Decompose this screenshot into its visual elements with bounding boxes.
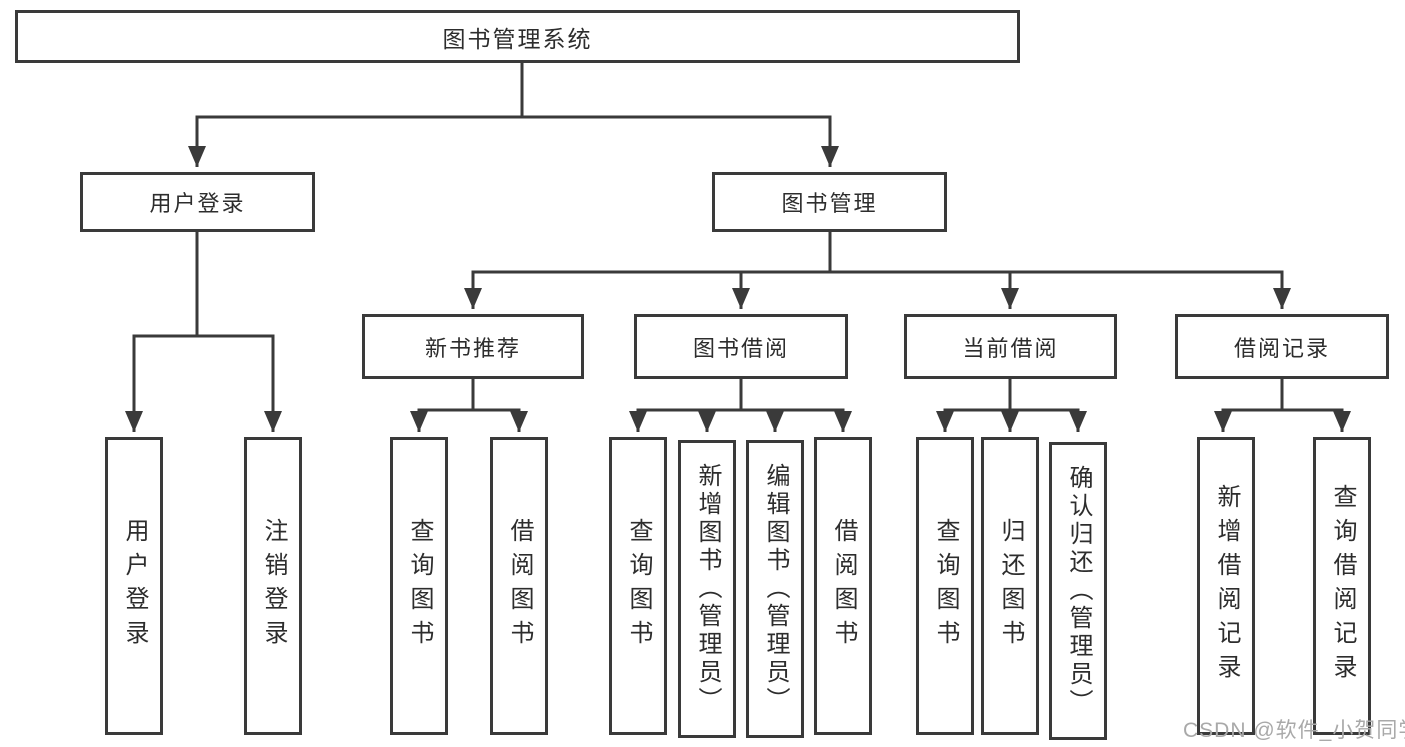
node-label: 编辑图书（管理员） xyxy=(762,463,789,715)
leaf-borrow-borrow-book: 借阅图书 xyxy=(814,437,872,735)
node-label: 新增借阅记录 xyxy=(1213,484,1240,688)
leaf-record-add-record: 新增借阅记录 xyxy=(1197,437,1255,735)
node-label: 注销登录 xyxy=(260,518,287,654)
node-new-book-recommend: 新书推荐 xyxy=(362,314,584,379)
node-book-borrow: 图书借阅 xyxy=(634,314,848,379)
node-current-borrow: 当前借阅 xyxy=(904,314,1117,379)
leaf-current-return-book: 归还图书 xyxy=(981,437,1039,735)
node-label: 查询图书 xyxy=(625,518,652,654)
node-label: 查询图书 xyxy=(932,518,959,654)
leaf-current-confirm-return: 确认归还（管理员） xyxy=(1049,442,1107,740)
node-borrow-record: 借阅记录 xyxy=(1175,314,1389,379)
leaf-recommend-borrow-book: 借阅图书 xyxy=(490,437,548,735)
node-root: 图书管理系统 xyxy=(15,10,1020,63)
node-user-login: 用户登录 xyxy=(80,172,315,232)
leaf-record-query-record: 查询借阅记录 xyxy=(1313,437,1371,735)
node-label: 图书管理 xyxy=(781,191,878,216)
node-label: 图书借阅 xyxy=(692,335,789,361)
leaf-current-query-book: 查询图书 xyxy=(916,437,974,735)
node-label: 新增图书（管理员） xyxy=(694,463,721,715)
node-label: 查询借阅记录 xyxy=(1329,484,1356,688)
node-label: 用户登录 xyxy=(121,518,148,654)
node-label: 查询图书 xyxy=(406,518,433,654)
node-label: 图书管理系统 xyxy=(442,25,593,52)
leaf-recommend-query-book: 查询图书 xyxy=(390,437,448,735)
leaf-user-login: 用户登录 xyxy=(105,437,163,735)
node-label: 借阅记录 xyxy=(1233,335,1330,361)
node-label: 归还图书 xyxy=(997,518,1024,654)
node-label: 借阅图书 xyxy=(506,518,533,654)
node-label: 当前借阅 xyxy=(962,335,1059,361)
node-label: 确认归还（管理员） xyxy=(1065,465,1092,717)
leaf-borrow-query-book: 查询图书 xyxy=(609,437,667,735)
node-book-management: 图书管理 xyxy=(712,172,947,232)
node-label: 新书推荐 xyxy=(424,335,521,361)
leaf-logout: 注销登录 xyxy=(244,437,302,735)
leaf-borrow-add-book: 新增图书（管理员） xyxy=(678,440,736,738)
leaf-borrow-edit-book: 编辑图书（管理员） xyxy=(746,440,804,738)
node-label: 借阅图书 xyxy=(830,518,857,654)
node-label: 用户登录 xyxy=(149,191,246,216)
watermark: CSDN @软件_小贺同学 xyxy=(1183,719,1405,742)
